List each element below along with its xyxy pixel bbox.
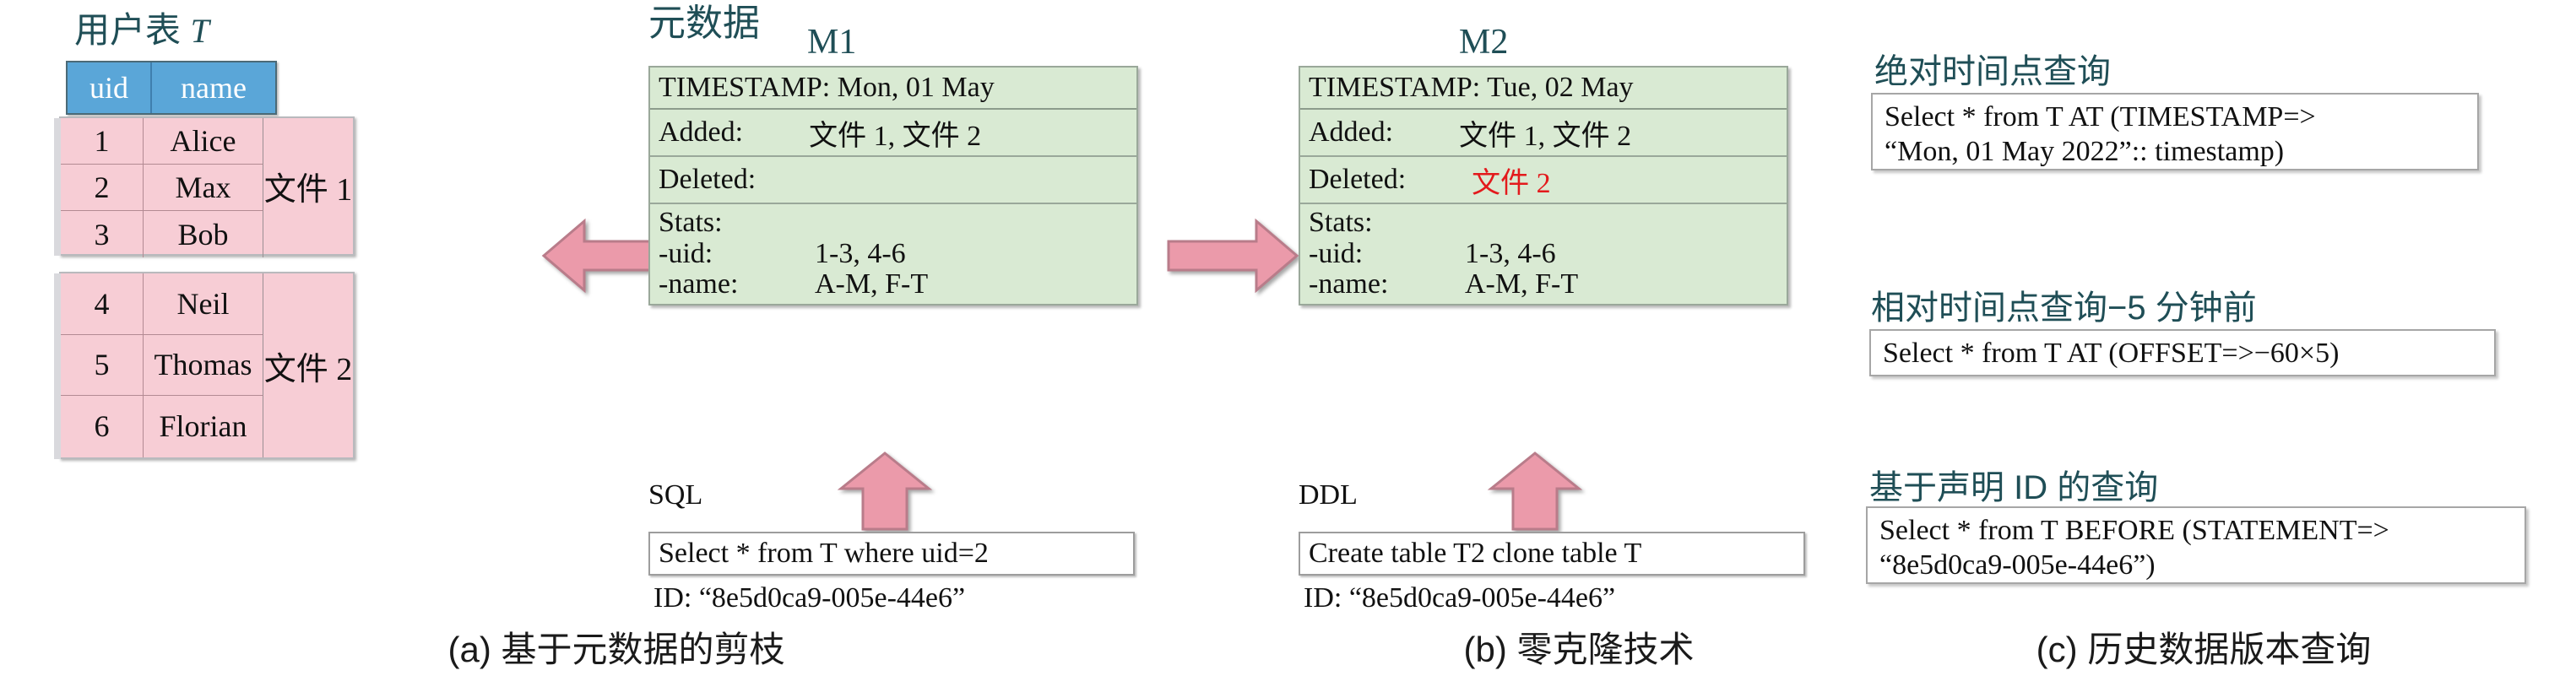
query-title-absolute: 绝对时间点查询 [1874, 53, 2111, 90]
m2-timestamp-text: TIMESTAMP: Tue, 02 May [1309, 72, 1634, 103]
m1-lang-label: SQL [648, 479, 703, 511]
m1-stats-uid: -uid: 1-3, 4-6 [659, 237, 1128, 270]
m2-stats-row: Stats: -uid: 1-3, 4-6 -name: A-M, F-T [1300, 204, 1787, 304]
panel-m2: M2 TIMESTAMP: Tue, 02 May Added: 文件 1, 文… [1292, 0, 1832, 676]
cell-uid: 2 [61, 165, 144, 211]
cell-uid: 6 [61, 396, 144, 457]
m2-stats-name-value: A-M, F-T [1465, 268, 1579, 300]
table-row: 1 Alice [61, 118, 263, 165]
m1-stats-uid-value: 1-3, 4-6 [815, 237, 906, 269]
file-label-2: 文件 2 [263, 351, 353, 387]
m2-added-value: 文件 1, 文件 2 [1459, 120, 1632, 152]
caption-a: (a) 基于元数据的剪枝 [447, 630, 785, 669]
table-row: 5 Thomas [61, 334, 263, 397]
cell-name: Alice [144, 118, 263, 165]
file-block-1: 1 Alice 2 Max 3 Bob 文件 1 [54, 116, 355, 257]
m1-statement-box[interactable]: Select * from T where uid=2 [648, 532, 1135, 576]
caption-b: (b) 零克隆技术 [1463, 630, 1695, 669]
column-header-uid: uid [68, 62, 150, 113]
table-row: 6 Florian [61, 396, 263, 457]
file-1-rows: 1 Alice 2 Max 3 Bob [61, 118, 263, 257]
query-box-absolute[interactable]: Select * from T AT (TIMESTAMP=> “Mon, 01… [1871, 93, 2479, 170]
arrow-up-icon [837, 452, 933, 531]
arrow-right-icon [1167, 218, 1299, 294]
m1-added-row: Added: 文件 1, 文件 2 [650, 110, 1136, 157]
user-table-title-text: 用户表 [74, 10, 191, 50]
table-header-row: uid name [66, 61, 277, 115]
cell-name: Florian [144, 396, 263, 457]
query-title-statement-id: 基于声明 ID 的查询 [1869, 469, 2159, 506]
m2-stats-uid-value: 1-3, 4-6 [1465, 237, 1556, 269]
cell-uid: 5 [61, 334, 144, 397]
m2-card: TIMESTAMP: Tue, 02 May Added: 文件 1, 文件 2… [1299, 66, 1788, 306]
m2-added-key: Added: [1309, 116, 1394, 148]
m1-stats-name: -name: A-M, F-T [659, 269, 1128, 300]
file-block-2: 4 Neil 5 Thomas 6 Florian 文件 2 [54, 272, 355, 459]
cell-name: Max [144, 165, 263, 211]
m2-deleted-value: 文件 2 [1472, 167, 1551, 199]
arrow-up-icon [1487, 452, 1583, 531]
m1-stats-name-value: A-M, F-T [815, 268, 929, 300]
m1-card: TIMESTAMP: Mon, 01 May Added: 文件 1, 文件 2… [648, 66, 1138, 306]
m2-id-line: ID: “8e5d0ca9-005e-44e6” [1304, 582, 1616, 614]
m1-title: M1 [807, 23, 857, 62]
query-box-relative[interactable]: Select * from T AT (OFFSET=>−60×5) [1869, 329, 2496, 376]
table-row: 4 Neil [61, 273, 263, 335]
m2-deleted-row: Deleted: 文件 2 [1300, 157, 1787, 204]
query-line-1: Select * from T BEFORE (STATEMENT=> [1879, 515, 2389, 546]
m2-stats-uid: -uid: 1-3, 4-6 [1309, 237, 1778, 270]
m2-deleted-key: Deleted: [1309, 164, 1407, 195]
m1-deleted-key: Deleted: [659, 164, 757, 195]
m2-title: M2 [1459, 23, 1509, 62]
panel-history-queries: 绝对时间点查询 Select * from T AT (TIMESTAMP=> … [1857, 0, 2576, 676]
m2-stats-name: -name: A-M, F-T [1309, 269, 1778, 300]
m2-stats-uid-key: -uid: [1309, 237, 1364, 269]
query-line-1: Select * from T AT (TIMESTAMP=> [1885, 101, 2316, 132]
cell-name: Neil [144, 273, 263, 335]
m1-stats-key: Stats: [659, 207, 723, 238]
query-title-relative: 相对时间点查询−5 分钟前 [1871, 289, 2257, 327]
m1-added-value: 文件 1, 文件 2 [809, 120, 982, 152]
user-table-title: 用户表 T [74, 2, 209, 53]
table-row: 3 Bob [61, 211, 263, 257]
m1-stats-row: Stats: -uid: 1-3, 4-6 -name: A-M, F-T [650, 204, 1136, 304]
caption-c: (c) 历史数据版本查询 [2036, 630, 2372, 669]
user-table-title-italic: T [190, 12, 209, 50]
cell-uid: 4 [61, 273, 144, 335]
query-line-2: “8e5d0ca9-005e-44e6”) [1879, 549, 2156, 581]
m2-lang-label: DDL [1299, 479, 1358, 511]
cell-name: Thomas [144, 334, 263, 397]
query-line-1: Select * from T AT (OFFSET=>−60×5) [1883, 338, 2340, 369]
m2-statement-text: Create table T2 clone table T [1309, 538, 1642, 569]
query-box-statement-id[interactable]: Select * from T BEFORE (STATEMENT=> “8e5… [1866, 506, 2526, 584]
file-2-rows: 4 Neil 5 Thomas 6 Florian [61, 273, 263, 457]
m1-timestamp-row: TIMESTAMP: Mon, 01 May [650, 68, 1136, 110]
m2-stats-name-key: -name: [1309, 268, 1389, 300]
panel-m1: 元数据 M1 TIMESTAMP: Mon, 01 May Added: 文件 … [642, 0, 1182, 676]
m1-statement-text: Select * from T where uid=2 [659, 538, 989, 569]
cell-name: Bob [144, 211, 263, 257]
m2-statement-box[interactable]: Create table T2 clone table T [1299, 532, 1805, 576]
m1-id-line: ID: “8e5d0ca9-005e-44e6” [653, 582, 966, 614]
cell-uid: 3 [61, 211, 144, 257]
m2-stats-key: Stats: [1309, 207, 1373, 238]
column-header-name: name [150, 62, 275, 113]
metadata-heading: 元数据 [648, 3, 760, 44]
m1-timestamp-text: TIMESTAMP: Mon, 01 May [659, 72, 995, 103]
m1-stats-uid-key: -uid: [659, 237, 713, 269]
m2-added-row: Added: 文件 1, 文件 2 [1300, 110, 1787, 157]
cell-uid: 1 [61, 118, 144, 165]
table-row: 2 Max [61, 165, 263, 211]
file-label-1: 文件 1 [263, 172, 353, 208]
m1-stats-name-key: -name: [659, 268, 739, 300]
panel-metadata-pruning: 用户表 T uid name 1 Alice 2 Max 3 Bob 文件 1 … [0, 0, 785, 676]
m1-added-key: Added: [659, 116, 744, 148]
m1-deleted-row: Deleted: [650, 157, 1136, 204]
query-line-2: “Mon, 01 May 2022”:: timestamp) [1885, 136, 2285, 168]
m2-timestamp-row: TIMESTAMP: Tue, 02 May [1300, 68, 1787, 110]
